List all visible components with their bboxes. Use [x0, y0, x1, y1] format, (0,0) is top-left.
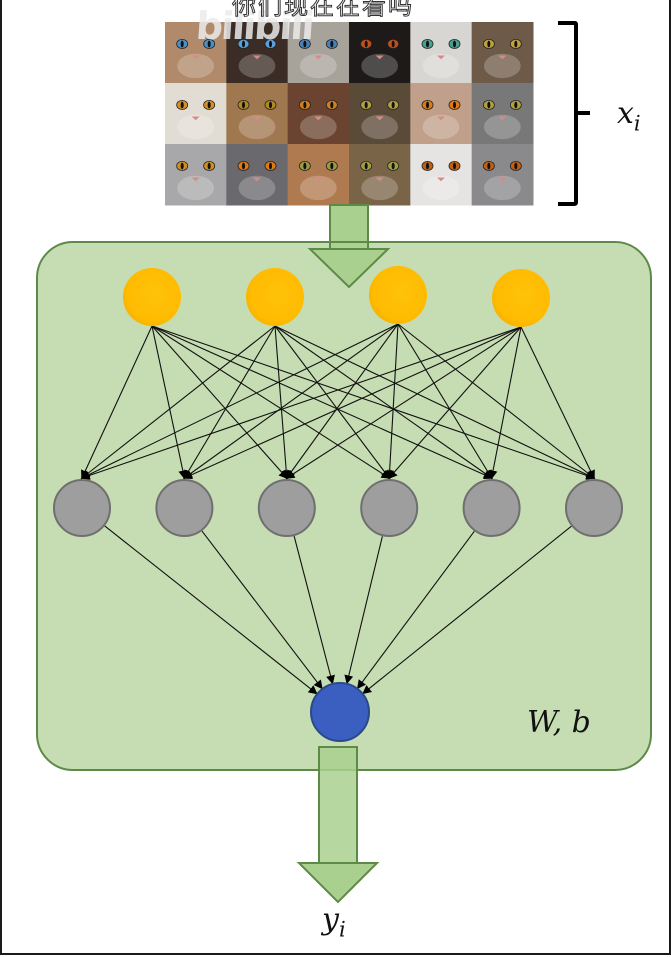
cat-photo: [349, 144, 411, 206]
connection-edge: [183, 326, 522, 480]
cat-photo: [410, 144, 473, 206]
connection-edge: [80, 323, 399, 479]
connection-edge: [151, 325, 288, 480]
connection-edge: [385, 323, 399, 480]
cat-photo: [471, 83, 534, 145]
output-label: yi: [322, 902, 346, 941]
cat-nose: [314, 116, 323, 121]
input-image-grid: [165, 22, 534, 206]
cat-nose: [498, 177, 507, 182]
input-var: x: [617, 96, 634, 131]
neurons: [53, 266, 623, 742]
cat-nose: [314, 55, 323, 60]
connection-edge: [274, 325, 596, 479]
connection-edge: [293, 535, 335, 685]
cat-nose: [437, 177, 445, 182]
connection-edge: [285, 326, 522, 479]
connection-edge: [201, 530, 323, 690]
hidden-neuron: [462, 479, 521, 537]
input-neuron: [246, 268, 304, 326]
output-neuron: [310, 682, 370, 742]
connection-edge: [80, 326, 522, 480]
cat-photo: [226, 22, 289, 84]
hidden-neuron: [53, 479, 111, 537]
input-subscript: i: [633, 111, 641, 136]
cat-nose: [498, 116, 507, 121]
connection-edge: [151, 325, 391, 479]
cat-photo: [349, 22, 411, 84]
cat-nose: [437, 55, 445, 60]
connections: [80, 323, 596, 695]
cat-photo: [287, 83, 350, 145]
cat-photo: [165, 22, 227, 84]
connection-edge: [488, 326, 522, 480]
input-bracket: [558, 21, 590, 206]
cat-photo: [226, 144, 289, 206]
hidden-neuron: [565, 479, 623, 537]
connection-edge: [344, 536, 383, 685]
connection-edge: [151, 325, 188, 480]
cat-nose: [191, 116, 200, 121]
cat-nose: [375, 55, 384, 60]
cat-nose: [253, 116, 261, 121]
connection-edge: [397, 323, 596, 479]
connection-edge: [274, 325, 493, 479]
cat-nose: [253, 177, 261, 182]
connection-edge: [151, 325, 596, 480]
cat-photo: [165, 144, 227, 206]
connection-edge: [274, 325, 291, 480]
cat-photo: [410, 83, 473, 145]
cat-photo: [410, 22, 473, 84]
cat-nose: [253, 55, 261, 60]
connection-edge: [285, 323, 399, 480]
cat-photo: [349, 83, 411, 145]
connection-edge: [520, 326, 595, 480]
cat-photo: [165, 83, 227, 145]
connection-edge: [104, 525, 318, 695]
connection-edge: [151, 325, 493, 480]
input-label: xi: [617, 96, 641, 135]
cat-photo: [226, 83, 289, 145]
hidden-neuron: [360, 479, 419, 537]
input-arrow-head: [307, 243, 391, 289]
connection-edge: [81, 325, 153, 480]
cat-photo: [471, 144, 534, 206]
output-arrow: [296, 746, 380, 904]
connection-edge: [362, 525, 572, 695]
video-subtitle: 你们现在在看吗: [232, 0, 414, 21]
connection-edge: [80, 325, 276, 479]
cat-nose: [498, 55, 507, 60]
cat-photo: [287, 22, 350, 84]
connection-edge: [183, 323, 399, 479]
connection-edge: [183, 325, 276, 480]
hidden-neuron: [257, 479, 316, 537]
cat-photo: [287, 144, 350, 206]
cat-nose: [375, 116, 384, 121]
cat-nose: [314, 177, 323, 182]
hidden-neuron: [155, 479, 214, 537]
connection-edge: [274, 325, 391, 480]
cat-nose: [191, 55, 200, 60]
cat-nose: [375, 177, 384, 182]
params-label: W, b: [527, 705, 591, 740]
connection-edge: [397, 323, 493, 480]
input-neuron: [492, 269, 550, 327]
connection-edge: [388, 326, 522, 480]
connection-edge: [356, 530, 475, 690]
output-var: y: [322, 902, 339, 937]
cat-nose: [437, 116, 445, 121]
input-neuron: [123, 268, 181, 326]
input-neuron: [369, 266, 427, 324]
output-subscript: i: [338, 917, 346, 942]
cat-nose: [191, 177, 200, 182]
cat-photo: [471, 22, 534, 84]
